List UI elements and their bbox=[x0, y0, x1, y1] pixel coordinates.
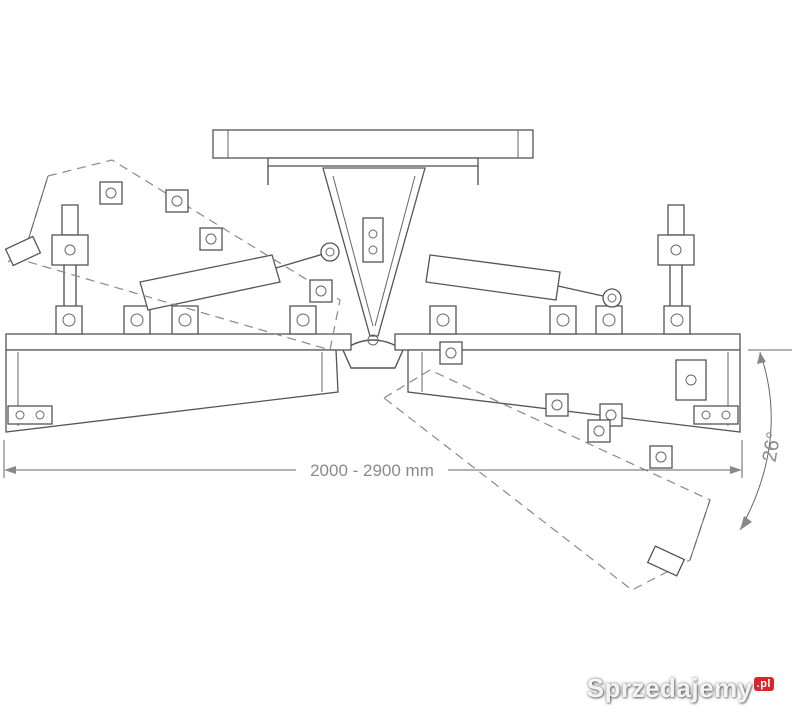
blade-lugs bbox=[55, 305, 691, 335]
top-mount-plate bbox=[212, 129, 534, 185]
central-frame bbox=[322, 167, 426, 369]
width-dimension-label: 2000 - 2900 mm bbox=[310, 461, 434, 480]
watermark-text: Sprzedajemy bbox=[586, 673, 753, 703]
left-blade bbox=[5, 333, 352, 433]
right-angled-blade bbox=[382, 341, 711, 591]
angle-dimension-label: 26° bbox=[759, 430, 786, 464]
watermark-badge: .pl bbox=[753, 677, 774, 692]
watermark-logo: Sprzedajemy.pl bbox=[587, 673, 774, 704]
right-jack-wheel bbox=[657, 204, 695, 306]
right-hydraulic-cylinder bbox=[425, 254, 622, 308]
right-blade bbox=[394, 333, 741, 433]
width-dimension: 2000 - 2900 mm bbox=[3, 440, 743, 480]
angle-dimension: 26° bbox=[739, 349, 792, 531]
left-jack-wheel bbox=[51, 204, 89, 306]
left-hydraulic-cylinder bbox=[139, 242, 340, 311]
left-angled-blade bbox=[4, 159, 341, 351]
